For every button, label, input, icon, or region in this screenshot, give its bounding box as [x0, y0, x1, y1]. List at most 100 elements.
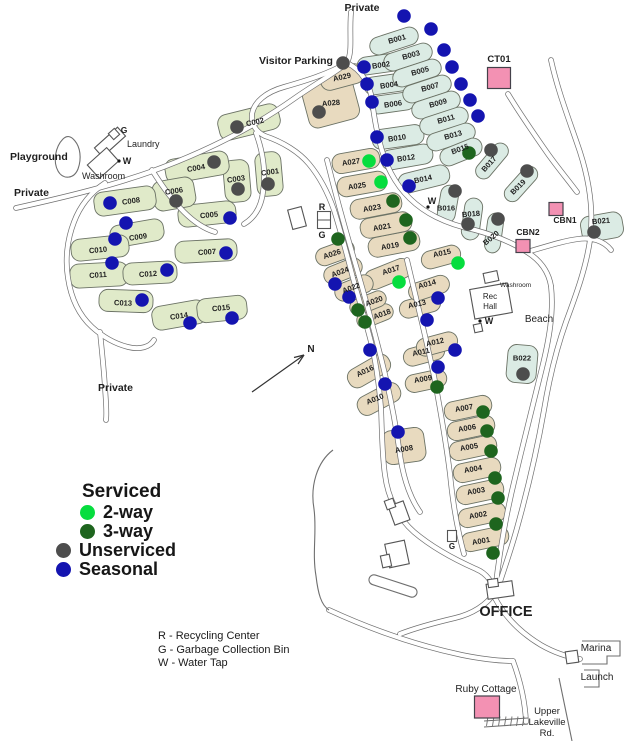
north-arrow-head [293, 354, 305, 359]
site-label-A001: A001 [471, 535, 491, 547]
map-notes: R - Recycling Center G - Garbage Collect… [158, 630, 289, 671]
site-label-A023: A023 [362, 202, 381, 214]
building-6 [469, 282, 513, 320]
site-label-A005: A005 [459, 441, 479, 453]
boundary-line-2 [584, 669, 600, 688]
map-label-launch: Launch [581, 672, 614, 683]
map-legend: Serviced 2-way 3-way Unserviced Seasonal [56, 481, 176, 579]
site-label-C015: C015 [212, 302, 232, 313]
road-surface-8 [249, 60, 350, 139]
site-label-A009: A009 [413, 373, 432, 385]
site-label-B014: B014 [413, 173, 433, 186]
site-dot-A009 [430, 380, 444, 394]
site-label-B004: B004 [379, 79, 399, 91]
map-label-laundry: Laundry [127, 139, 160, 149]
layer-site-labels: A001A002A003A004A005A006A007A008A009A010… [89, 32, 612, 547]
site-label-A028: A028 [322, 98, 341, 109]
note-recycling: R - Recycling Center [158, 630, 260, 642]
building-12 [379, 553, 393, 569]
site-dot-B014 [402, 179, 416, 193]
map-label-washroom: Washroom [82, 171, 125, 181]
site-parcel-B001 [369, 26, 419, 56]
site-label-A029: A029 [332, 71, 352, 84]
cottage-label-ruby-cottage: Ruby Cottage [455, 684, 517, 695]
site-dot-B016 [448, 184, 462, 198]
site-dot-B018 [461, 217, 475, 231]
site-dot-A007 [476, 405, 490, 419]
site-label-A027: A027 [341, 156, 360, 167]
site-label-C007: C007 [198, 247, 217, 257]
site-dot-B010 [370, 130, 384, 144]
legend-item-seasonal: Seasonal [56, 559, 176, 579]
site-label-B006: B006 [383, 98, 402, 109]
map-label-private: Private [344, 2, 379, 14]
site-dot-C011 [105, 256, 119, 270]
playground-area [54, 136, 81, 178]
map-label-lakeville: Lakeville [529, 717, 566, 728]
site-dot-B011 [463, 93, 477, 107]
site-dot-A016 [363, 343, 377, 357]
map-label-private: Private [98, 382, 133, 394]
building-2 [86, 146, 120, 180]
site-dot-A006 [480, 424, 494, 438]
map-label-hall: Hall [483, 302, 497, 311]
boundary-line-5 [483, 723, 529, 728]
site-dot-B017 [484, 143, 498, 157]
site-dot-C003 [231, 182, 245, 196]
site-dot-A029 [336, 56, 350, 70]
site-dot-C007 [219, 246, 233, 260]
legend-3way-dot [80, 524, 95, 539]
site-dot-B007 [445, 60, 459, 74]
site-dot-A022 [342, 290, 356, 304]
map-label-visitor-parking: Visitor Parking [259, 55, 333, 67]
site-dot-A008 [391, 425, 405, 439]
road-hatch-tick [504, 716, 507, 727]
site-label-B012: B012 [396, 152, 415, 163]
site-label-C006: C006 [164, 185, 183, 196]
site-label-C003: C003 [226, 173, 245, 184]
site-label-A025: A025 [347, 180, 367, 192]
site-dot-B003 [424, 22, 438, 36]
site-dot-C008 [103, 196, 117, 210]
building-8 [446, 529, 458, 543]
site-label-A004: A004 [463, 463, 483, 475]
island-sliver [368, 574, 418, 598]
site-dot-C004 [207, 155, 221, 169]
site-dot-B020 [491, 212, 505, 226]
site-dot-A026 [331, 232, 345, 246]
site-label-C012: C012 [139, 269, 158, 279]
boundary-line-1 [582, 640, 621, 665]
site-dot-A025 [374, 175, 388, 189]
site-label-A012: A012 [425, 336, 445, 349]
road-surface-12 [64, 180, 157, 351]
site-label-B002: B002 [371, 59, 390, 70]
site-dot-B022 [516, 367, 530, 381]
road-hatch-tick [510, 716, 513, 727]
site-parcel-B017 [475, 142, 509, 180]
site-dot-C002 [230, 120, 244, 134]
site-dot-C009 [119, 216, 133, 230]
site-label-C013: C013 [114, 298, 132, 308]
road-surface-17 [510, 658, 529, 725]
site-dot-A021 [399, 213, 413, 227]
site-label-C002: C002 [245, 116, 265, 129]
site-dot-B019 [520, 164, 534, 178]
road-surface-6 [492, 57, 594, 601]
site-label-B021: B021 [592, 216, 612, 227]
building-7 [472, 322, 484, 334]
site-parcel-B022 [505, 344, 539, 384]
poi-marker-w-icon: W [123, 156, 132, 166]
north-arrow-shaft [251, 354, 305, 393]
site-dot-B004 [360, 77, 374, 91]
road-surface-15 [241, 130, 267, 227]
site-label-C004: C004 [186, 162, 206, 174]
site-dot-C013 [135, 293, 149, 307]
road-surface-14 [149, 167, 218, 235]
site-label-C010: C010 [89, 245, 108, 256]
map-label-marina: Marina [581, 643, 612, 654]
site-dot-C014 [183, 316, 197, 330]
legend-seasonal-dot [56, 562, 71, 577]
